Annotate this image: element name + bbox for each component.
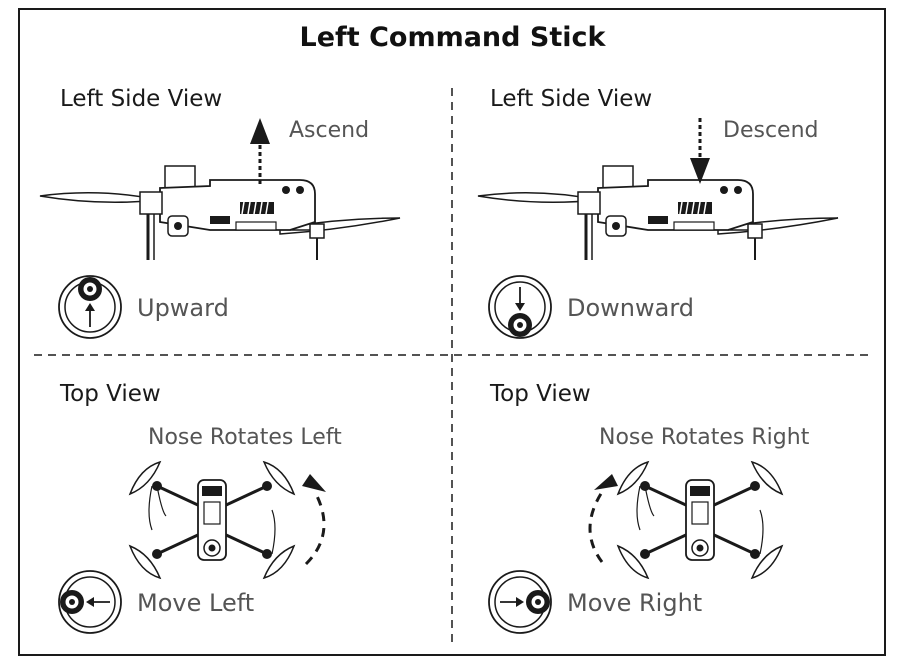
diagram-frame: [18, 8, 886, 656]
panel-4-view-label: Top View: [490, 381, 591, 407]
rotate-left-arrow-icon: [302, 474, 326, 566]
panel-3-motion-label: Nose Rotates Left: [148, 425, 342, 450]
panel-3-stick-label: Move Left: [137, 589, 255, 617]
stick-move-right-icon: [488, 570, 552, 634]
drone-top-icon: [128, 460, 296, 580]
panel-4-stick-label: Move Right: [567, 589, 703, 617]
panel-1-motion-label: Ascend: [289, 118, 370, 143]
drone-top-icon: [616, 460, 784, 580]
panel-2-stick-label: Downward: [567, 294, 695, 322]
drone-side-icon: [476, 164, 840, 262]
diagram-title: Left Command Stick: [299, 22, 606, 53]
panel-1-stick-label: Upward: [137, 294, 229, 322]
descend-arrow-icon: [690, 118, 710, 184]
stick-move-left-icon: [58, 570, 122, 634]
ascend-arrow-icon: [250, 118, 270, 184]
stick-downward-icon: [488, 275, 552, 339]
stick-upward-icon: [58, 275, 122, 339]
panel-2-view-label: Left Side View: [490, 86, 653, 112]
panel-2-motion-label: Descend: [723, 118, 819, 143]
panel-1-view-label: Left Side View: [60, 86, 223, 112]
drone-side-icon: [38, 164, 402, 262]
panel-3-view-label: Top View: [60, 381, 161, 407]
rotate-right-arrow-icon: [588, 474, 618, 563]
panel-4-motion-label: Nose Rotates Right: [599, 425, 810, 450]
